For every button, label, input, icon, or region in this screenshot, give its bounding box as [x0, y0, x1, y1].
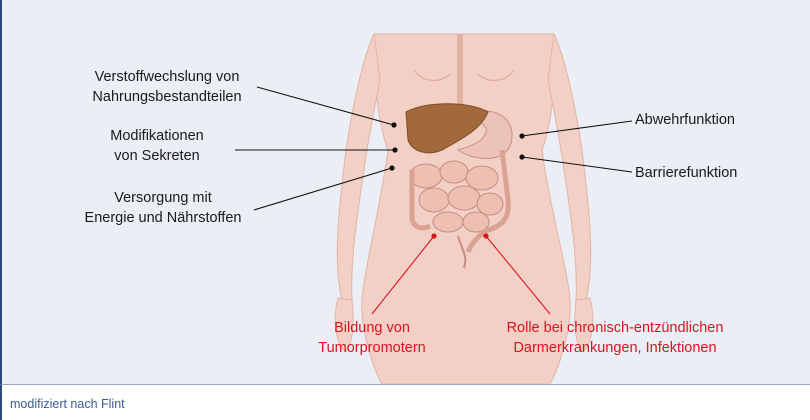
source-caption: modifiziert nach Flint: [10, 397, 125, 411]
label-line: Abwehrfunktion: [635, 110, 735, 130]
label-line: Darmerkrankungen, Infektionen: [480, 338, 750, 358]
label-line: von Sekreten: [87, 146, 227, 166]
label-line: Energie und Nährstoffen: [65, 208, 261, 228]
label-line: Verstoffwechslung von: [72, 67, 262, 87]
connector-dot: [392, 147, 397, 152]
connector-left-3: [254, 168, 392, 210]
connector-dot: [519, 154, 524, 159]
connector-dot: [389, 165, 394, 170]
connector-dot: [483, 233, 488, 238]
label-energy-supply: Versorgung mit Energie und Nährstoffen: [65, 188, 261, 228]
label-line: Tumorpromotern: [292, 338, 452, 358]
label-line: Versorgung mit: [65, 188, 261, 208]
label-line: Nahrungsbestandteilen: [72, 87, 262, 107]
label-metabolism: Verstoffwechslung von Nahrungsbestandtei…: [72, 67, 262, 107]
connector-dot: [431, 233, 436, 238]
figure-panel: Verstoffwechslung von Nahrungsbestandtei…: [0, 0, 810, 385]
label-line: Bildung von: [292, 318, 452, 338]
connector-dot: [519, 133, 524, 138]
label-tumor-promoters: Bildung von Tumorpromotern: [292, 318, 452, 358]
label-inflammatory-diseases: Rolle bei chronisch-entzündlichen Darmer…: [480, 318, 750, 358]
label-defense-function: Abwehrfunktion: [635, 110, 735, 130]
figure-footer: modifiziert nach Flint: [0, 385, 810, 420]
connector-dot: [391, 122, 396, 127]
label-secretion-modification: Modifikationen von Sekreten: [87, 126, 227, 166]
label-barrier-function: Barrierefunktion: [635, 163, 737, 183]
label-line: Rolle bei chronisch-entzündlichen: [480, 318, 750, 338]
label-line: Barrierefunktion: [635, 163, 737, 183]
label-line: Modifikationen: [87, 126, 227, 146]
